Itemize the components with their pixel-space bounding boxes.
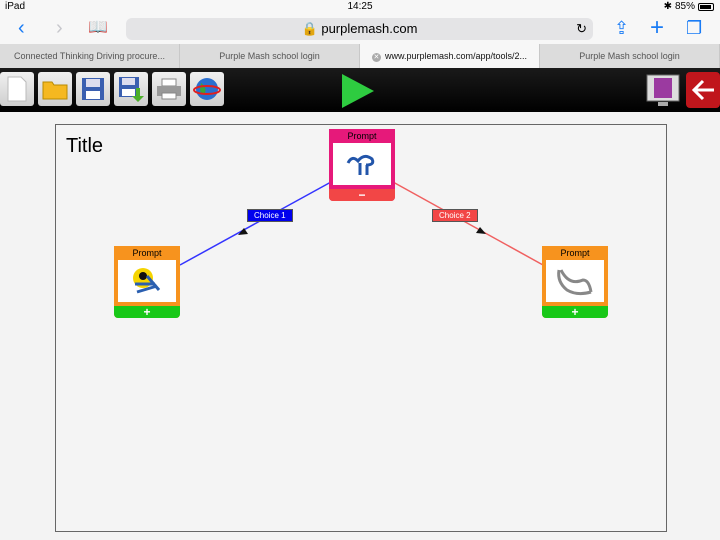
- tab-school-login-1[interactable]: Purple Mash school login: [180, 44, 360, 68]
- drawing-image: [118, 260, 176, 302]
- address-bar[interactable]: 🔒 purplemash.com ↻: [126, 18, 593, 40]
- flowchart-canvas[interactable]: Title Prompt − Prompt + Prompt + Choice …: [55, 124, 667, 532]
- close-tab-icon[interactable]: ✕: [371, 53, 381, 62]
- drawing-image: [333, 143, 391, 185]
- node-label: Prompt: [347, 131, 377, 141]
- choice-2-label[interactable]: Choice 2: [432, 209, 478, 222]
- prompt-node-left[interactable]: Prompt +: [114, 246, 180, 318]
- tab-connected-thinking[interactable]: Connected Thinking Driving procure...: [0, 44, 180, 68]
- drawing-image: [546, 260, 604, 302]
- battery-icon: [698, 2, 714, 11]
- lock-icon: 🔒: [301, 21, 322, 36]
- canvas-title[interactable]: Title: [66, 135, 104, 157]
- choice-1-line: [179, 181, 332, 266]
- status-bar: iPad 14:25 ✱85%: [0, 0, 720, 14]
- device-name: iPad: [5, 1, 26, 12]
- arrow-head-1: [238, 228, 248, 235]
- bluetooth-icon: ✱: [663, 1, 672, 12]
- add-button[interactable]: +: [542, 306, 608, 318]
- new-file-icon[interactable]: [0, 72, 34, 106]
- reload-icon[interactable]: ↻: [576, 21, 587, 36]
- app-toolbar: [0, 68, 720, 112]
- tab-purplemash-tools[interactable]: ✕www.purplemash.com/app/tools/2...: [360, 44, 540, 68]
- present-screen-icon[interactable]: [646, 74, 680, 113]
- share-icon[interactable]: ⇪: [614, 18, 630, 38]
- tabs-icon[interactable]: ❐: [686, 18, 703, 38]
- remove-button[interactable]: −: [329, 189, 395, 201]
- node-label: Prompt: [132, 248, 162, 258]
- exit-arrow-icon[interactable]: [686, 72, 720, 108]
- prompt-node-right[interactable]: Prompt +: [542, 246, 608, 318]
- back-icon[interactable]: ‹: [18, 17, 25, 39]
- battery-indicator: ✱85%: [664, 1, 714, 12]
- battery-percent: 85%: [674, 1, 695, 12]
- web-globe-icon[interactable]: [190, 72, 224, 106]
- url-text: purplemash.com: [321, 21, 418, 36]
- save-as-icon[interactable]: [114, 72, 148, 106]
- connections: [179, 181, 544, 266]
- choice-2-line: [392, 181, 544, 266]
- play-icon[interactable]: [340, 73, 376, 114]
- tab-label: www.purplemash.com/app/tools/2...: [384, 51, 528, 61]
- browser-navbar: ‹ › 📖 🔒 purplemash.com ↻ ⇪ + ❐: [0, 14, 720, 44]
- forward-icon[interactable]: ›: [56, 17, 63, 39]
- save-icon[interactable]: [76, 72, 110, 106]
- tab-bar: Connected Thinking Driving procure... Pu…: [0, 44, 720, 68]
- choice-1-label[interactable]: Choice 1: [247, 209, 293, 222]
- open-folder-icon[interactable]: [38, 72, 72, 106]
- add-button[interactable]: +: [114, 306, 180, 318]
- node-label: Prompt: [560, 248, 590, 258]
- clock: 14:25: [347, 1, 373, 12]
- new-tab-icon[interactable]: +: [650, 14, 665, 41]
- print-icon[interactable]: [152, 72, 186, 106]
- prompt-node-root[interactable]: Prompt −: [329, 129, 395, 201]
- tab-school-login-2[interactable]: Purple Mash school login: [540, 44, 720, 68]
- bookmarks-icon[interactable]: 📖: [88, 19, 108, 36]
- arrow-head-2: [476, 227, 486, 234]
